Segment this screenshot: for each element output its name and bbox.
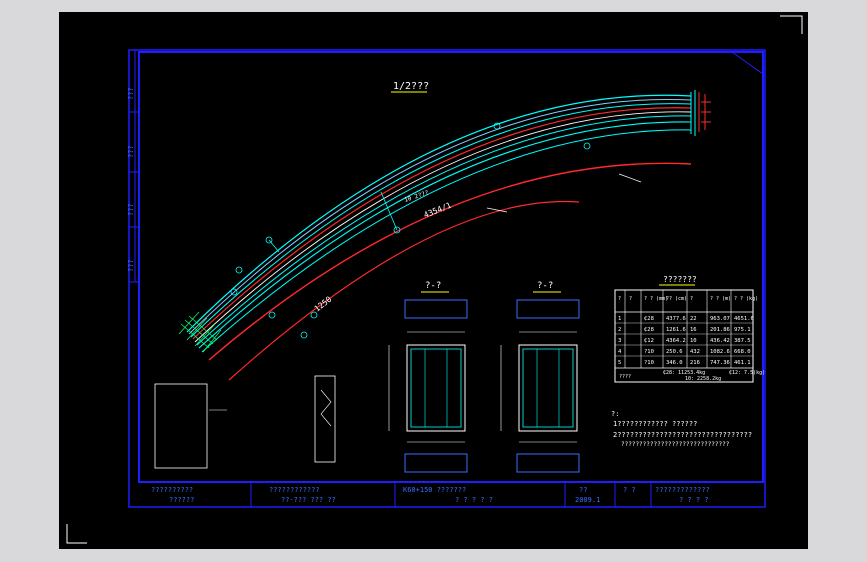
table-total-2: ₵12: 7.5(kg) <box>729 370 765 376</box>
table-cell: 250.6 <box>666 349 683 355</box>
table-cell: 22 <box>690 316 697 322</box>
end-section-lines <box>690 90 700 136</box>
tb-cell-4-bottom: 2009.1 <box>575 496 600 504</box>
table-title: ??????? <box>663 275 697 284</box>
table-header-cell: ?? (cm) <box>666 296 687 302</box>
table-cell: 216 <box>690 360 700 366</box>
tb-cell-1-top: ?????????? <box>151 486 193 494</box>
table-cell: 1261.6 <box>666 327 686 333</box>
cad-drawing-canvas[interactable]: ??? ??? ??? ??? 1/2??? <box>59 12 808 549</box>
side-label-1: ??? <box>127 87 135 100</box>
rebar-arc-lower-2 <box>228 200 580 381</box>
table-cell: 346.0 <box>666 360 683 366</box>
arc-callouts <box>230 122 591 339</box>
side-label-2: ??? <box>127 145 135 158</box>
table-header-cell: ? <box>618 296 621 302</box>
rebar-schedule-table: ??????? ?? ? ? (mm)?? (cm)? ? ? (m)? ? (kg… <box>614 275 765 383</box>
table-cell: 4364.2 <box>666 338 686 344</box>
detail-bar-shape <box>314 375 336 463</box>
rebar-arc-lower-1 <box>208 162 692 361</box>
end-dimension-marks <box>701 94 711 130</box>
tb-cell-1-bottom: ?????? <box>169 496 194 504</box>
side-label-4: ??? <box>127 259 135 272</box>
table-cell: 3 <box>618 338 621 344</box>
table-cell: 201.86 <box>710 327 730 333</box>
view-title: 1/2??? <box>393 81 429 92</box>
table-total-3: 10: 2258.2kg <box>685 376 721 382</box>
table-header-cell: ? <box>629 296 632 302</box>
cross-section-b: ?-? <box>500 281 580 473</box>
leader-1 <box>618 173 642 183</box>
table-cell: 436.42 <box>710 338 730 344</box>
tb-cell-2-top: ???????????? <box>269 486 320 494</box>
table-header-cell: ? <box>690 296 693 302</box>
detail-bar-hook <box>320 389 332 427</box>
corner-mark-bottom-left <box>66 524 87 544</box>
notes-head: ?: <box>611 410 619 418</box>
table-cell: 4 <box>618 349 622 355</box>
notes-line-2: 2???????????????????????????????? <box>613 431 752 439</box>
table-cell: 4377.6 <box>666 316 686 322</box>
table-cell: 461.1 <box>734 360 751 366</box>
table-cell: 4651.6 <box>734 316 754 322</box>
detail-block-elevation <box>154 383 208 469</box>
tb-cell-6-top: ????????????? <box>655 486 710 494</box>
table-header-cell: ? ? (mm) <box>644 296 668 302</box>
binding-strip: ??? ??? ??? ??? <box>127 50 139 283</box>
table-cell: 16 <box>690 327 697 333</box>
table-cell: 975.1 <box>734 327 751 333</box>
cross-section-a: ?-? <box>388 281 468 473</box>
arch-rebar-bundle <box>186 94 692 353</box>
springing-mesh <box>178 311 222 353</box>
side-label-3: ??? <box>127 203 135 216</box>
arc-label-main: 4354/1 <box>422 201 452 220</box>
leader-2 <box>486 207 508 213</box>
corner-mark-top-right <box>780 15 803 34</box>
table-cell: ₵28 <box>644 327 654 333</box>
tb-cell-5-top: ? ? <box>623 486 636 494</box>
table-header-cell: ? ? (m) <box>710 296 731 302</box>
table-header-cell: ? ? (kg) <box>734 296 758 302</box>
table-cell: ₵12 <box>644 338 654 344</box>
table-cell: 747.36 <box>710 360 730 366</box>
drawing-svg: ??? ??? ??? ??? 1/2??? <box>66 15 803 544</box>
tb-cell-3-top: K60+150 ??????? <box>403 486 466 494</box>
table-cell: 2 <box>618 327 621 333</box>
tb-cell-3-bottom: ? ? ? ? ? <box>455 496 493 504</box>
tb-cell-2-bottom: ??-??? ??? ?? <box>281 496 336 504</box>
table-cell: 5 <box>618 360 621 366</box>
table-cell: 10 <box>690 338 697 344</box>
notes-line-3: ?????????????????????????????? <box>621 441 730 448</box>
notes-line-1: 1???????????? ?????? <box>613 420 697 428</box>
table-cell: ?10 <box>644 349 654 355</box>
table-cell: 1 <box>618 316 621 322</box>
table-total-label: ???? <box>619 374 631 380</box>
section-a-title: ?-? <box>425 281 441 291</box>
notes-block: ?: 1???????????? ?????? 2???????????????… <box>611 410 752 448</box>
section-b-title: ?-? <box>537 281 553 291</box>
table-cell: 963.07 <box>710 316 730 322</box>
table-cell: 387.5 <box>734 338 751 344</box>
table-cell: 668.0 <box>734 349 751 355</box>
table-cell: 1082.6 <box>710 349 730 355</box>
title-block: ?????????? ?????? ???????????? ??-??? ??… <box>139 481 763 507</box>
table-cell: ₵28 <box>644 316 654 322</box>
table-total-1: ₵28: 11253.4kg <box>663 370 705 376</box>
frame-corner-diagonal <box>731 51 764 75</box>
tb-cell-4-top: ?? <box>579 486 587 494</box>
table-cell: 432 <box>690 349 700 355</box>
tb-cell-6-bottom: ? ? ? ? <box>679 496 709 504</box>
table-cell: ?10 <box>644 360 654 366</box>
